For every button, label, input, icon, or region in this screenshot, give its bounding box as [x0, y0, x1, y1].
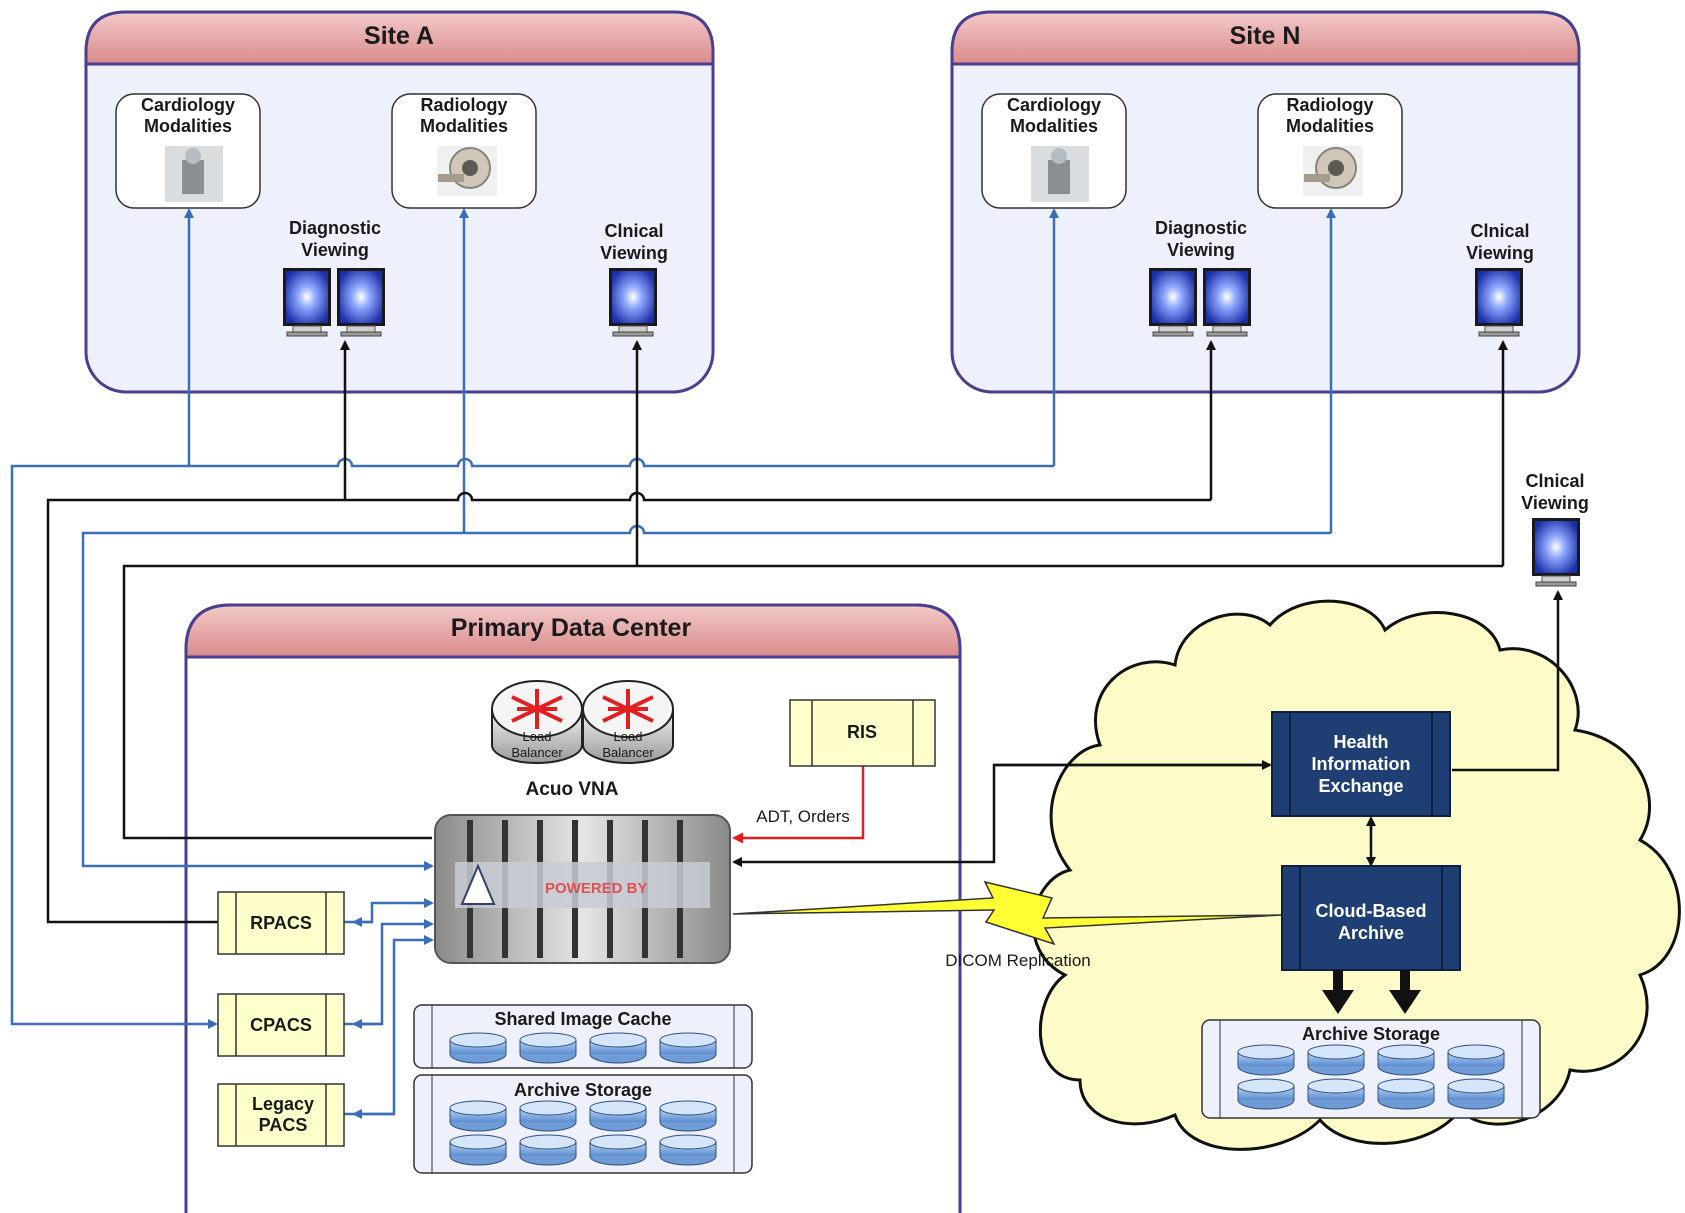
svg-text:Archive Storage: Archive Storage — [1302, 1024, 1440, 1044]
site-n-radiology-modalities: Radiology Modalities — [1257, 93, 1403, 209]
svg-text:Modalities: Modalities — [144, 116, 232, 136]
site-n-clinical-label: Clnical — [1470, 221, 1529, 241]
site-a-diagnostic-label: Diagnostic — [289, 218, 381, 238]
svg-text:Cloud-Based: Cloud-Based — [1315, 901, 1426, 921]
site-a-cardiology-modalities: Cardiology Modalities — [115, 93, 261, 209]
acuo-vna-appliance: POWERED BY — [434, 814, 731, 964]
site-n-cardiology-modalities: Cardiology Modalities — [981, 93, 1127, 209]
cardiology-machine-icon — [165, 146, 223, 202]
svg-text:RIS: RIS — [847, 722, 877, 742]
svg-text:Clnical: Clnical — [1525, 471, 1584, 491]
remote-clinical-monitor-icon — [1531, 517, 1581, 587]
site-a-diagnostic-monitor-icon — [282, 267, 332, 337]
connector-lines — [10, 208, 1563, 1119]
site-a-radiology-modalities: Radiology Modalities — [391, 93, 537, 209]
svg-text:Radiology: Radiology — [420, 95, 507, 115]
site-a-clinical-label: Clnical — [604, 221, 663, 241]
cardiology-machine-icon — [1031, 146, 1089, 202]
svg-text:Exchange: Exchange — [1318, 776, 1403, 796]
site-n-diagnostic-label: Diagnostic — [1155, 218, 1247, 238]
svg-text:Balancer: Balancer — [511, 745, 563, 760]
datacenter-title: Primary Data Center — [451, 614, 692, 642]
load-balancer-icon: Load Balancer — [491, 680, 583, 764]
site-n-panel: Site N Cardiology Modalities Radiology M… — [950, 10, 1581, 394]
svg-text:Health: Health — [1333, 732, 1388, 752]
svg-text:PACS: PACS — [259, 1115, 308, 1135]
acuo-vna-label: Acuo VNA — [526, 779, 619, 800]
svg-text:Modalities: Modalities — [1286, 116, 1374, 136]
cloud-archive-storage: Archive Storage — [1201, 1019, 1541, 1119]
svg-text:RPACS: RPACS — [250, 913, 312, 933]
ct-scanner-icon — [1303, 146, 1363, 196]
cloud-based-archive-box: Cloud-Based Archive — [1281, 865, 1461, 971]
cpacs-box: CPACS — [217, 993, 345, 1057]
site-a-diagnostic-monitor-icon — [336, 267, 386, 337]
svg-text:DICOM Replication: DICOM Replication — [945, 951, 1091, 970]
rpacs-box: RPACS — [217, 891, 345, 955]
svg-text:Balancer: Balancer — [602, 745, 654, 760]
svg-text:Viewing: Viewing — [1466, 243, 1534, 263]
site-a-clinical-monitor-icon — [608, 267, 658, 337]
svg-text:Load: Load — [523, 729, 552, 744]
load-balancer-pair: Load Balancer Load Balancer Acuo VNA — [491, 680, 674, 800]
svg-text:Viewing: Viewing — [600, 243, 668, 263]
adt-orders-label: ADT, Orders — [756, 807, 850, 826]
ct-scanner-icon — [437, 146, 497, 196]
svg-text:Load: Load — [614, 729, 643, 744]
svg-text:Archive: Archive — [1338, 923, 1404, 943]
svg-text:Cardiology: Cardiology — [141, 95, 235, 115]
site-n-title: Site N — [1230, 22, 1301, 50]
remote-clinical-viewing: Clnical Viewing — [1521, 471, 1589, 587]
site-n-diagnostic-monitor-icon — [1202, 267, 1252, 337]
svg-text:CPACS: CPACS — [250, 1015, 312, 1035]
datacenter-archive-storage: Archive Storage — [413, 1074, 753, 1174]
ris-box: RIS — [789, 699, 936, 767]
site-n-diagnostic-monitor-icon — [1148, 267, 1198, 337]
shared-image-cache: Shared Image Cache — [413, 1004, 753, 1069]
svg-text:Viewing: Viewing — [1521, 493, 1589, 513]
svg-text:Information: Information — [1312, 754, 1411, 774]
svg-text:Shared Image Cache: Shared Image Cache — [494, 1009, 671, 1029]
hie-box: Health Information Exchange — [1271, 711, 1451, 817]
svg-text:Archive Storage: Archive Storage — [514, 1080, 652, 1100]
svg-text:Radiology: Radiology — [1286, 95, 1373, 115]
svg-text:Modalities: Modalities — [1010, 116, 1098, 136]
svg-text:Viewing: Viewing — [301, 240, 369, 260]
legacy-pacs-box: Legacy PACS — [217, 1083, 345, 1147]
load-balancer-icon: Load Balancer — [582, 680, 674, 764]
site-a-panel: Site A Cardiology Modalities Radiology M… — [84, 10, 715, 394]
site-n-clinical-monitor-icon — [1474, 267, 1524, 337]
site-a-title: Site A — [364, 22, 434, 50]
svg-text:Viewing: Viewing — [1167, 240, 1235, 260]
svg-text:Modalities: Modalities — [420, 116, 508, 136]
svg-text:Legacy: Legacy — [252, 1094, 314, 1114]
powered-by-label: POWERED BY — [545, 880, 648, 897]
svg-text:Cardiology: Cardiology — [1007, 95, 1101, 115]
thick-arrow-icon — [1322, 970, 1421, 1014]
